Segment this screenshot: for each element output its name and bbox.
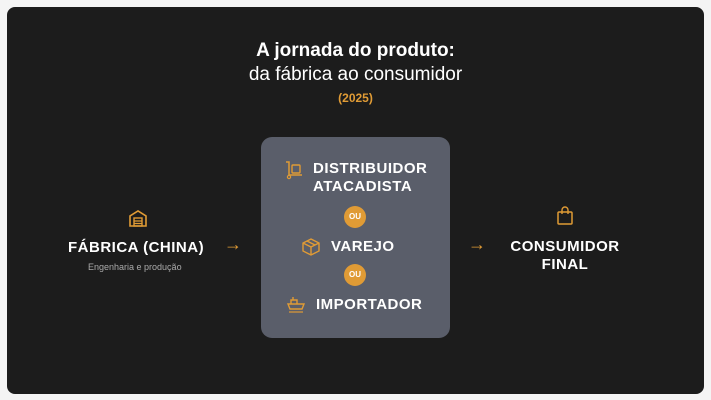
importer-label: IMPORTADOR <box>316 296 423 313</box>
retail-label: VAREJO <box>331 238 395 255</box>
factory-sub: Engenharia e produção <box>88 262 182 272</box>
or-badge: OU <box>344 264 366 286</box>
warehouse-icon <box>129 210 147 227</box>
hand-truck-icon <box>286 161 302 180</box>
box-icon <box>302 238 320 256</box>
arrow-icon: → <box>468 234 486 254</box>
title-line2: da fábrica ao consumidor <box>248 64 463 85</box>
factory-label: FÁBRICA (CHINA) <box>68 239 205 256</box>
or-badge: OU <box>344 206 366 228</box>
ship-icon <box>286 297 306 313</box>
arrow-icon: → <box>224 234 242 254</box>
shopping-bag-icon <box>557 206 573 225</box>
year: (2025) <box>338 91 373 105</box>
title-line1: A jornada do produto: <box>256 40 455 61</box>
